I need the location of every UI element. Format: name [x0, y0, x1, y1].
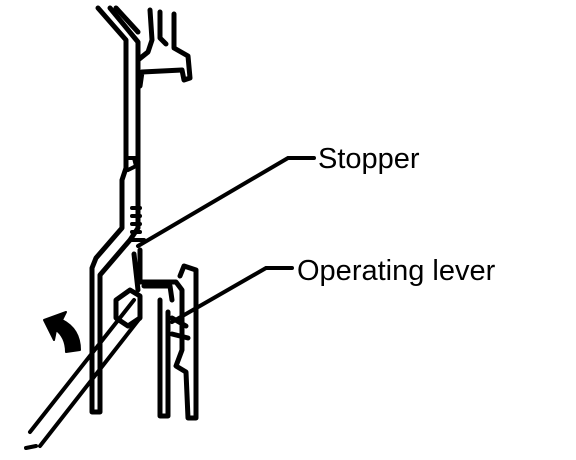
stopper-leader-line	[136, 156, 316, 248]
operating-lever-part	[137, 247, 199, 421]
stopper-part	[124, 156, 146, 242]
operating-lever-leader-line	[170, 266, 294, 324]
upper-bracket	[135, 7, 193, 89]
lever-rod	[24, 298, 142, 450]
leader-lines	[136, 156, 316, 324]
curved-arrow-icon	[43, 311, 81, 353]
stopper-label: Stopper	[318, 143, 420, 175]
operating-lever-label: Operating lever	[297, 255, 496, 287]
